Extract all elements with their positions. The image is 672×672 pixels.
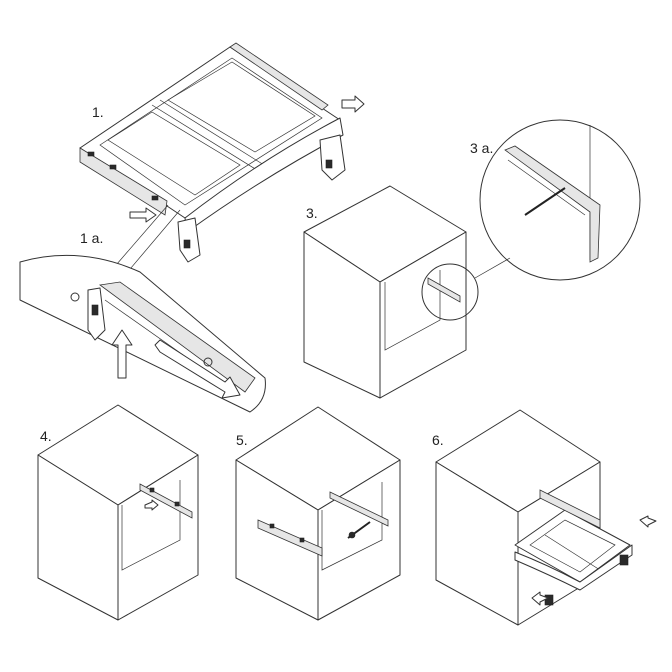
magnifier-small	[421, 263, 479, 321]
detail-3a-drawing	[479, 119, 641, 281]
cabinet-step5-drawing	[235, 406, 401, 621]
cabinet-step4-drawing	[37, 404, 199, 621]
step-label-5: 5.	[236, 432, 248, 448]
slide-direction-arrow-icon	[341, 95, 365, 113]
drawer-frame	[514, 509, 631, 583]
cabinet-step3-drawing	[303, 185, 479, 399]
step-label-1a: 1 a.	[80, 230, 104, 246]
slide-direction-arrow-icon	[154, 339, 241, 399]
step-label-6: 6.	[432, 432, 444, 448]
detail-1a-drawing	[19, 254, 266, 413]
step-label-3: 3.	[306, 205, 318, 221]
step-label-1: 1.	[92, 104, 104, 120]
cabinet-step6-drawing	[435, 409, 657, 626]
screwdriver-icon	[524, 187, 566, 216]
magnifier-large	[479, 119, 641, 281]
step-label-3a: 3 a.	[470, 140, 494, 156]
left-rail	[79, 147, 168, 216]
top-rail	[229, 42, 329, 111]
front-fascia	[184, 117, 344, 233]
push-up-arrow-icon	[111, 329, 133, 379]
step-label-4: 4.	[40, 428, 52, 444]
pullout-frame-drawing	[79, 42, 365, 263]
